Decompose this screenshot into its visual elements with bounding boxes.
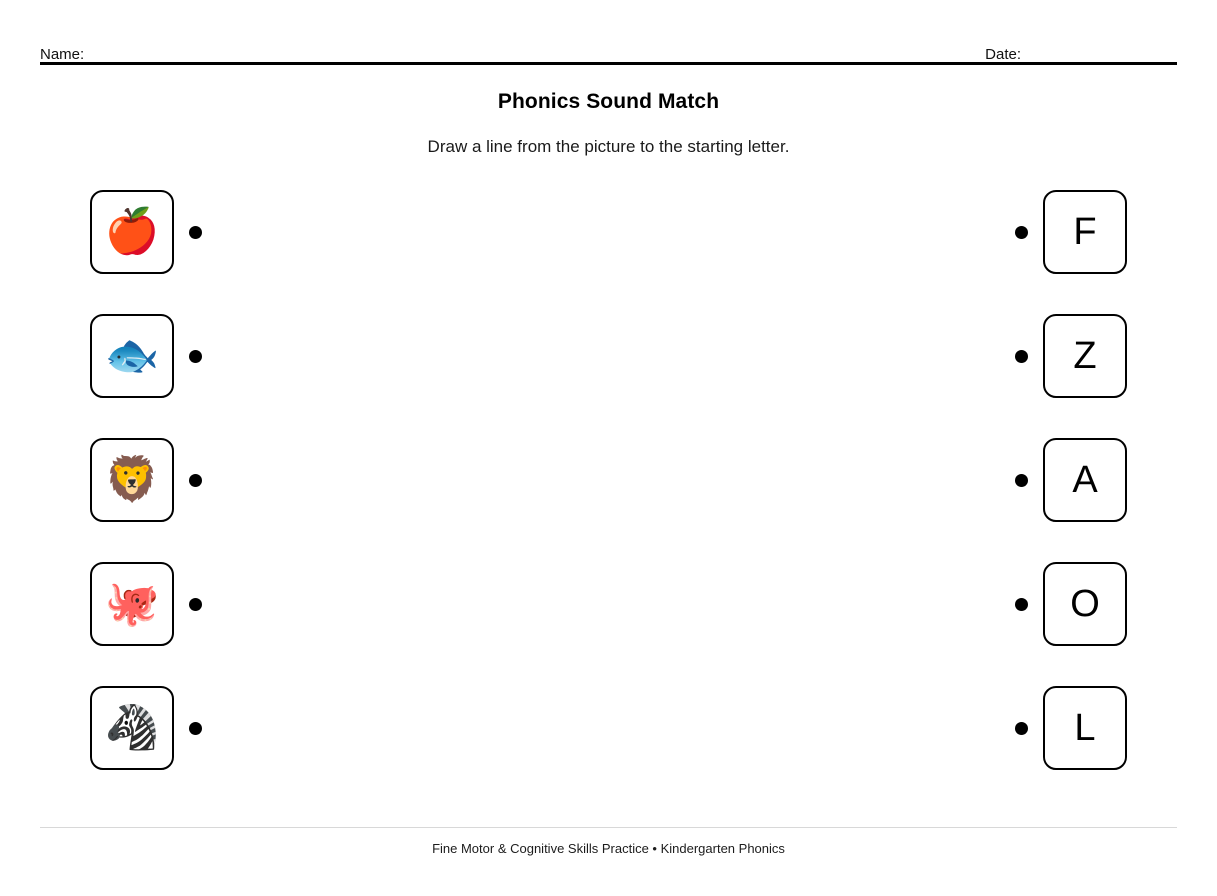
letter-value: A: [1072, 459, 1098, 501]
fish-icon: 🐟: [104, 331, 160, 380]
picture-connector-dot-1[interactable]: [189, 225, 202, 239]
letter-connector-dot-4[interactable]: [1015, 597, 1028, 611]
header-divider: [40, 62, 1177, 65]
page-title: Phonics Sound Match: [497, 90, 720, 113]
apple-icon: 🍎: [104, 207, 160, 256]
match-row: 🦓 L: [40, 686, 1177, 770]
footer-text: Fine Motor & Cognitive Skills Practice •…: [432, 841, 785, 856]
lion-icon: 🦁: [104, 455, 160, 504]
letter-card-3[interactable]: A: [1043, 438, 1127, 522]
picture-group-5: 🦓: [90, 686, 202, 770]
letter-connector-dot-3[interactable]: [1015, 473, 1028, 487]
letter-group-5: L: [1015, 686, 1127, 770]
match-row: 🍎 F: [40, 190, 1177, 274]
worksheet-header: Name: Date:: [40, 30, 1177, 64]
picture-connector-dot-3[interactable]: [189, 473, 202, 487]
picture-group-2: 🐟: [90, 314, 202, 398]
letter-group-3: A: [1015, 438, 1127, 522]
octopus-icon: 🐙: [104, 579, 160, 628]
picture-connector-dot-2[interactable]: [189, 349, 202, 363]
letter-connector-dot-1[interactable]: [1015, 225, 1028, 239]
picture-card-5[interactable]: 🦓: [90, 686, 174, 770]
match-row: 🐟 Z: [40, 314, 1177, 398]
picture-card-2[interactable]: 🐟: [90, 314, 174, 398]
footer-divider: [40, 827, 1177, 828]
letter-group-1: F: [1015, 190, 1127, 274]
page-instructions: Draw a line from the picture to the star…: [427, 137, 790, 156]
letter-card-5[interactable]: L: [1043, 686, 1127, 770]
letter-group-4: O: [1015, 562, 1127, 646]
letter-value: F: [1073, 211, 1097, 253]
letter-value: Z: [1073, 335, 1097, 377]
picture-group-1: 🍎: [90, 190, 202, 274]
picture-connector-dot-5[interactable]: [189, 721, 202, 735]
name-label: Name:: [40, 46, 85, 63]
matching-area: 🍎 F 🐟 Z: [40, 190, 1177, 800]
picture-connector-dot-4[interactable]: [189, 597, 202, 611]
match-row: 🦁 A: [40, 438, 1177, 522]
picture-card-1[interactable]: 🍎: [90, 190, 174, 274]
letter-connector-dot-2[interactable]: [1015, 349, 1028, 363]
picture-card-3[interactable]: 🦁: [90, 438, 174, 522]
letter-card-2[interactable]: Z: [1043, 314, 1127, 398]
zebra-icon: 🦓: [104, 703, 160, 752]
letter-group-2: Z: [1015, 314, 1127, 398]
date-label: Date:: [985, 46, 1021, 63]
match-row: 🐙 O: [40, 562, 1177, 646]
picture-group-3: 🦁: [90, 438, 202, 522]
letter-connector-dot-5[interactable]: [1015, 721, 1028, 735]
letter-value: O: [1070, 583, 1100, 625]
picture-card-4[interactable]: 🐙: [90, 562, 174, 646]
letter-card-1[interactable]: F: [1043, 190, 1127, 274]
picture-group-4: 🐙: [90, 562, 202, 646]
letter-card-4[interactable]: O: [1043, 562, 1127, 646]
letter-value: L: [1074, 707, 1096, 749]
